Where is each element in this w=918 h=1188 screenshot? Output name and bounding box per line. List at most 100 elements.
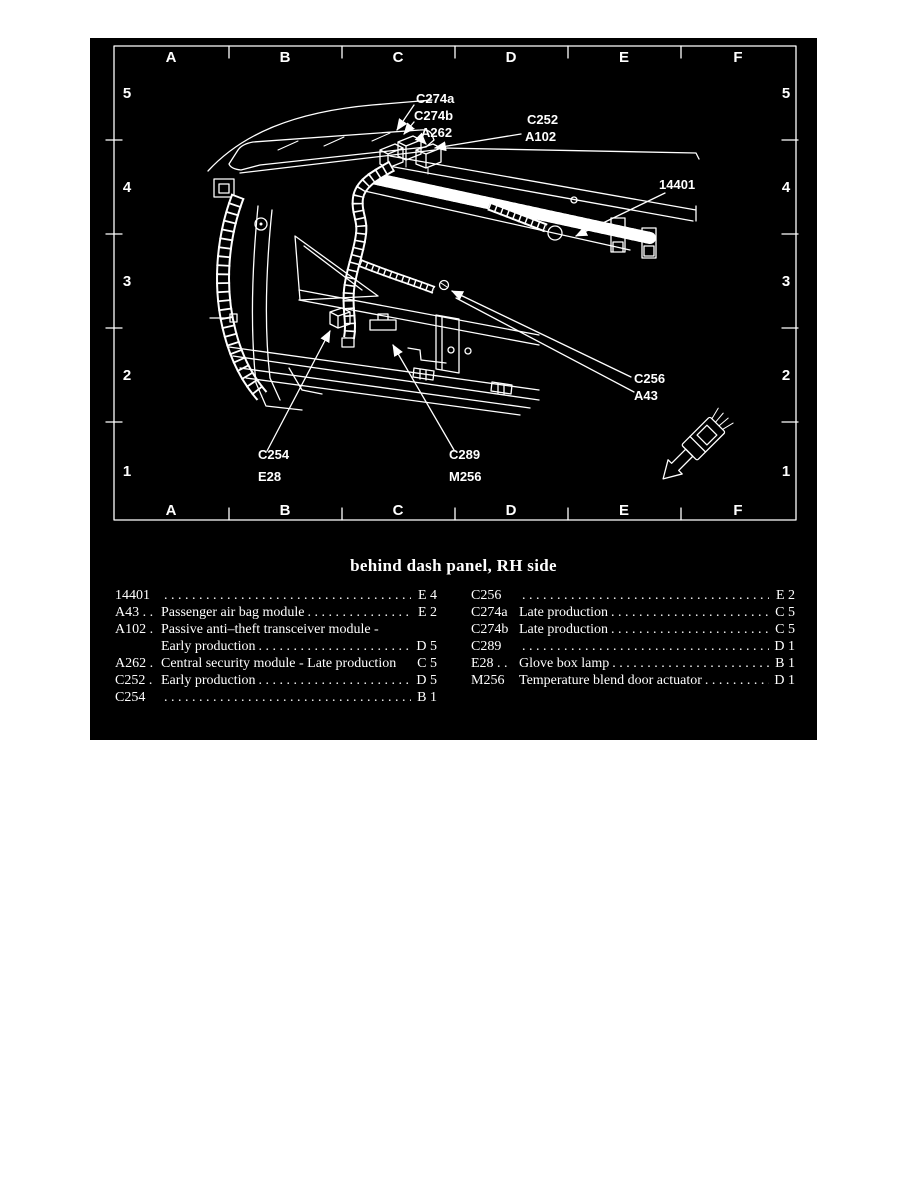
legend-desc: Central security module - Late productio… — [161, 656, 397, 671]
dot-leader: . . . . . . . . . . . . . . . . . . . . … — [307, 605, 411, 620]
wiring-location-diagram: A B C D E F A B C D E F 5 4 3 2 1 5 4 3 — [105, 45, 799, 521]
dot-leader: . . . . . . . . . . . . . . . . . . . . … — [704, 673, 769, 688]
callout-14401: 14401 — [659, 177, 695, 192]
legend-grid-ref: B 1 — [417, 690, 437, 705]
legend-code: C256 — [471, 588, 502, 603]
callout-m256: M256 — [449, 469, 482, 484]
dot-leader: . . . . . . . . . . . . . . . . . . . . … — [611, 605, 769, 620]
grid-row-left: 1 — [123, 463, 131, 480]
leader-14401 — [575, 192, 666, 237]
grid-col-bottom: A — [166, 502, 177, 519]
grid-row-right: 4 — [782, 179, 791, 196]
sill-rails-art — [228, 289, 540, 416]
legend-desc: Passive anti–theft transceiver module - — [161, 622, 379, 637]
legend-desc: Temperature blend door actuator — [519, 673, 702, 688]
dot-leader: . . . . . . . . . . . . . . . . . . . . … — [522, 639, 769, 654]
callout-labels: C274a C274b A262 C252 A102 14401 C256 A4… — [258, 91, 695, 484]
dot-leader: . . . . . . . . . . . . . . . . . . . . … — [258, 639, 411, 654]
leader-c254 — [266, 330, 331, 452]
legend-grid-ref: D 1 — [774, 673, 795, 688]
leader-a262 — [414, 132, 427, 145]
legend-grid-ref: D 1 — [774, 639, 795, 654]
cowl-grille-art — [207, 99, 436, 198]
legend-grid-ref: C 5 — [775, 605, 795, 620]
grid-row-left: 2 — [123, 367, 131, 384]
grid-col-bottom: D — [506, 502, 517, 519]
legend-grid-ref: D 5 — [416, 639, 437, 654]
grid-col-top: C — [393, 49, 404, 66]
callout-c256: C256 — [634, 371, 665, 386]
grid-row-right: 3 — [782, 273, 790, 290]
legend-code: C274b — [471, 622, 509, 637]
view-direction-connector-icon — [662, 407, 734, 480]
legend-grid-ref: E 2 — [417, 605, 437, 620]
grid-row-left: 4 — [123, 179, 132, 196]
legend-row: M256 Temperature blend door actuator . .… — [471, 672, 795, 689]
callout-c252: C252 — [527, 112, 558, 127]
legend-code: A102 . — [115, 622, 154, 637]
legend-desc: Early production — [161, 639, 256, 654]
grid-col-bottom: E — [619, 502, 629, 519]
legend-grid-ref: C 5 — [417, 656, 437, 671]
legend-desc: Late production — [519, 605, 609, 620]
legend-code: E28 . . — [471, 656, 508, 671]
legend-code: C274a — [471, 605, 508, 620]
legend-code: A43 . . — [115, 605, 154, 620]
grid-row-right: 1 — [782, 463, 790, 480]
legend-row: C289 . . . . . . . . . . . . . . . . . .… — [471, 638, 795, 655]
grid-row-left: 3 — [123, 273, 131, 290]
legend-right-column: C256 . . . . . . . . . . . . . . . . . .… — [471, 587, 795, 689]
legend-row: Early production . . . . . . . . . . . .… — [115, 638, 437, 655]
grid-ticks — [105, 45, 799, 521]
leader-c256 — [451, 290, 632, 378]
legend-grid-ref: E 4 — [417, 588, 437, 603]
legend-row: C256 . . . . . . . . . . . . . . . . . .… — [471, 587, 795, 604]
legend-desc: Passenger air bag module — [161, 605, 305, 620]
callout-c289: C289 — [449, 447, 480, 462]
legend-row: C274b Late production . . . . . . . . . … — [471, 621, 795, 638]
leader-c274b — [403, 121, 415, 135]
grid-row-right: 2 — [782, 367, 790, 384]
legend-desc: Early production — [161, 673, 256, 688]
callout-a262: A262 — [421, 125, 452, 140]
leader-c289 — [392, 344, 455, 451]
a-pillar-art — [209, 193, 379, 411]
leader-c274a — [396, 104, 415, 131]
legend-code: A262 . — [115, 656, 154, 671]
legend-grid-ref: B 1 — [775, 656, 795, 671]
grid-row-right: 5 — [782, 85, 790, 102]
callout-e28: E28 — [258, 469, 281, 484]
legend-code: C254 — [115, 690, 146, 705]
legend-code: 14401 — [115, 588, 150, 603]
main-harness-14401-art — [487, 201, 563, 241]
grid-frame — [105, 45, 799, 521]
legend-grid-ref: E 2 — [775, 588, 795, 603]
callout-c274b: C274b — [414, 108, 453, 123]
legend-code: M256 — [471, 673, 505, 688]
instrument-panel-beam-art — [359, 147, 700, 291]
grid-col-top: E — [619, 49, 629, 66]
grid-col-top: B — [280, 49, 291, 66]
leader-lines — [266, 104, 666, 452]
legend-desc: Glove box lamp — [519, 656, 610, 671]
callout-c254: C254 — [258, 447, 290, 462]
grid-col-top: A — [166, 49, 177, 66]
grid-col-bottom: F — [733, 502, 742, 519]
legend-row: A43 . . Passenger air bag module . . . .… — [115, 604, 437, 621]
leader-a43 — [455, 297, 635, 393]
grid-col-bottom: C — [393, 502, 404, 519]
legend-left-column: 14401 . . . . . . . . . . . . . . . . . … — [115, 587, 437, 706]
figure-caption: behind dash panel, RH side — [350, 556, 557, 575]
legend-row: A262 . Central security module - Late pr… — [115, 655, 437, 672]
callout-a43: A43 — [634, 388, 658, 403]
leader-c252-a102 — [434, 133, 522, 152]
dot-leader: . . . . . . . . . . . . . . . . . . . . … — [258, 673, 411, 688]
legend-row: E28 . . Glove box lamp . . . . . . . . .… — [471, 655, 795, 672]
legend-row: A102 . Passive anti–theft transceiver mo… — [115, 621, 437, 638]
legend-row: C252 . Early production . . . . . . . . … — [115, 672, 437, 689]
dot-leader: . . . . . . . . . . . . . . . . . . . . … — [164, 588, 411, 603]
callout-a102: A102 — [525, 129, 556, 144]
dot-leader: . . . . . . . . . . . . . . . . . . . . … — [612, 656, 769, 671]
grid-col-top: F — [733, 49, 742, 66]
